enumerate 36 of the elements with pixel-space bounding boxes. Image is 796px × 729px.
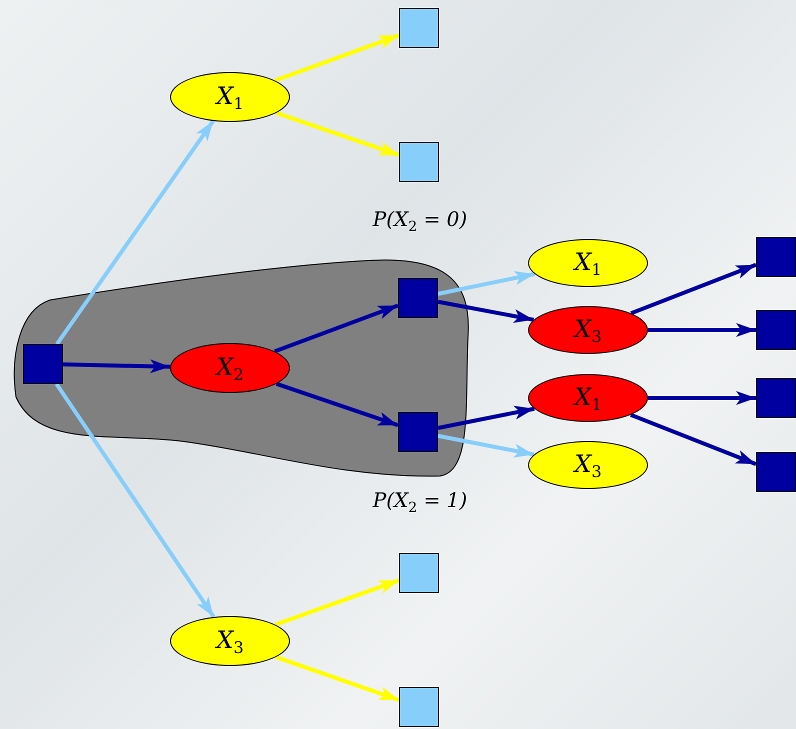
arrow (276, 111, 400, 158)
state-square (756, 378, 796, 418)
arrow (274, 578, 400, 627)
arrow (275, 655, 400, 702)
arrow (274, 33, 400, 82)
probability-label: P(X$_{2}$ = 0) (372, 207, 468, 235)
state-square (398, 412, 438, 452)
arrow (276, 382, 399, 428)
arrow (630, 412, 757, 466)
variable-ellipse: X$_{3}$ (528, 306, 648, 354)
variable-ellipse: X$_{3}$ (528, 441, 648, 489)
state-square (756, 237, 796, 277)
arrow (438, 434, 534, 458)
state-square (399, 8, 439, 48)
arrow (648, 323, 756, 337)
variable-ellipse: X$_{3}$ (170, 616, 290, 666)
arrow (62, 359, 170, 374)
state-square (399, 142, 439, 182)
probability-label: P(X$_{2}$ = 1) (372, 488, 468, 516)
variable-ellipse: X$_{1}$ (528, 239, 648, 287)
arrow (55, 120, 215, 346)
arrow (438, 271, 536, 296)
variable-ellipse: X$_{1}$ (528, 374, 648, 422)
state-square (23, 344, 63, 384)
state-square (399, 687, 439, 727)
state-square (756, 310, 796, 350)
variable-ellipse: X$_{1}$ (170, 72, 290, 122)
state-square (756, 452, 796, 492)
state-square (398, 278, 438, 318)
arrow (630, 262, 757, 316)
arrow (648, 391, 756, 405)
arrow (438, 406, 535, 430)
arrow (438, 300, 534, 323)
arrow (54, 382, 216, 618)
arrow (274, 304, 399, 354)
state-square (399, 553, 439, 593)
